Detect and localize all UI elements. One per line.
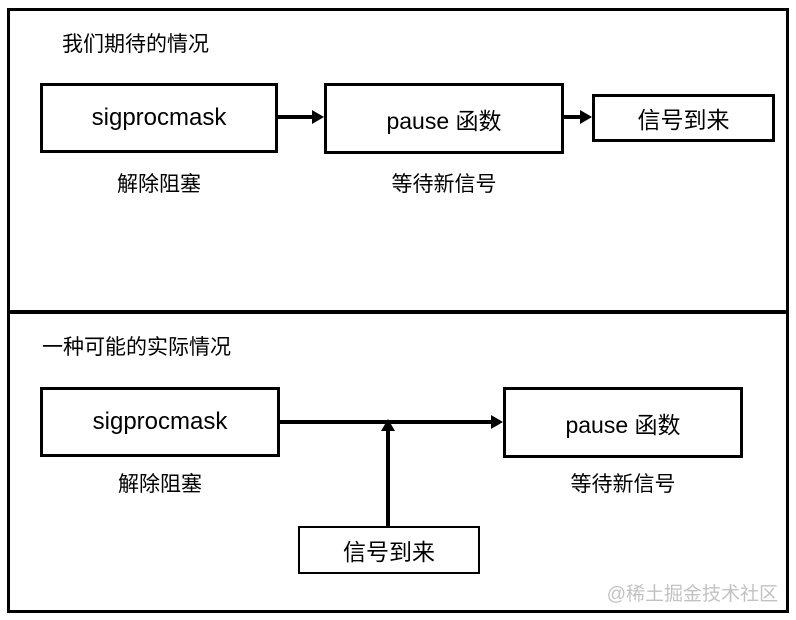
arrowhead-up-icon	[381, 419, 395, 431]
expected-panel-title: 我们期待的情况	[62, 33, 209, 56]
actual-signal-box: 信号到来	[298, 526, 480, 574]
expected-sigprocmask-box: sigprocmask	[40, 83, 278, 153]
actual-wait-caption: 等待新信号	[570, 473, 676, 496]
actual-pause-box: pause 函数	[503, 387, 743, 458]
actual-unblock-caption: 解除阻塞	[118, 473, 202, 496]
actual-sigprocmask-box: sigprocmask	[40, 387, 280, 457]
arrow-shaft	[563, 115, 582, 119]
arrowhead-right-icon	[491, 415, 503, 429]
expected-wait-caption: 等待新信号	[391, 173, 497, 196]
arrowhead-right-icon	[580, 110, 592, 124]
expected-unblock-caption: 解除阻塞	[117, 173, 201, 196]
expected-pause-box: pause 函数	[324, 83, 564, 154]
arrowhead-right-icon	[312, 110, 324, 124]
watermark-text: @稀土掘金技术社区	[606, 584, 778, 605]
arrow-shaft	[278, 115, 314, 119]
actual-panel-title: 一种可能的实际情况	[42, 336, 231, 359]
arrow-shaft	[386, 430, 390, 526]
expected-signal-box: 信号到来	[592, 94, 775, 142]
panel-divider-line	[7, 310, 789, 314]
